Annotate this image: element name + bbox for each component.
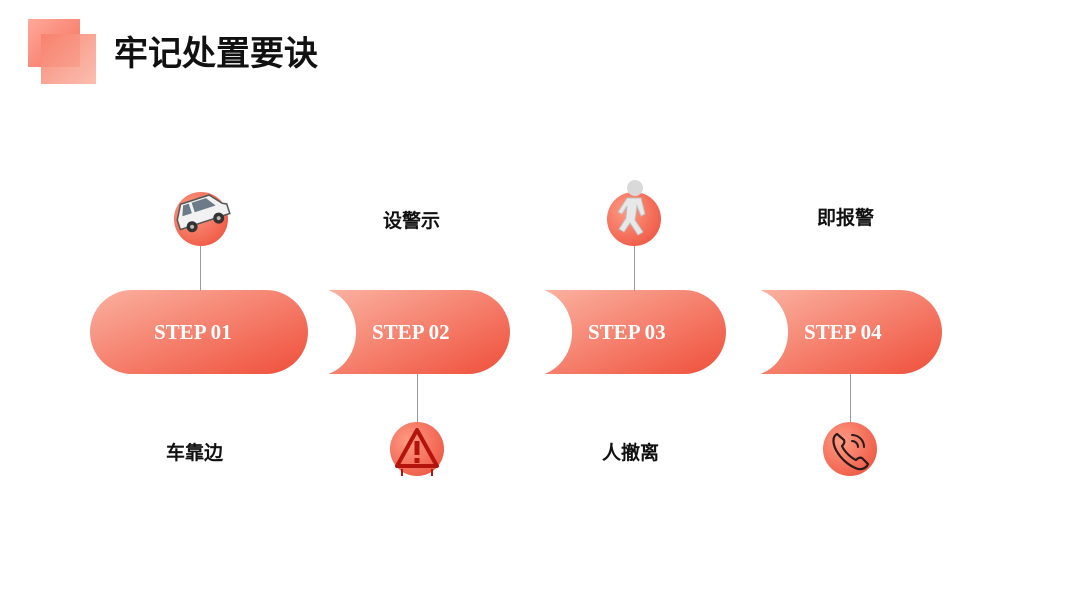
warning-triangle-icon [390,422,444,476]
step-01-connector [200,245,201,291]
step-02-caption: 设警示 [383,210,441,232]
step-04-connector [850,374,851,424]
step-01-caption: 车靠边 [166,442,224,464]
phone-icon [823,422,877,476]
step-02-label: STEP 02 [372,320,450,344]
walking-person-icon [607,180,661,246]
step-03-caption: 人撤离 [602,442,660,464]
step-02-pill: STEP 02 [328,290,510,374]
step-01-label: STEP 01 [154,320,232,344]
page-title: 牢记处置要诀 [114,34,318,74]
step-02-connector [417,374,418,424]
step-03-pill: STEP 03 [544,290,726,374]
logo-square-front [41,34,96,84]
car-icon [174,192,231,246]
step-03-label: STEP 03 [588,320,666,344]
step-04-caption: 即报警 [817,207,875,229]
step-03-connector [634,245,635,291]
step-04-pill: STEP 04 [760,290,942,374]
title-logo-squares [0,0,110,90]
step-01-pill: STEP 01 [90,290,308,374]
step-04-label: STEP 04 [804,320,882,344]
